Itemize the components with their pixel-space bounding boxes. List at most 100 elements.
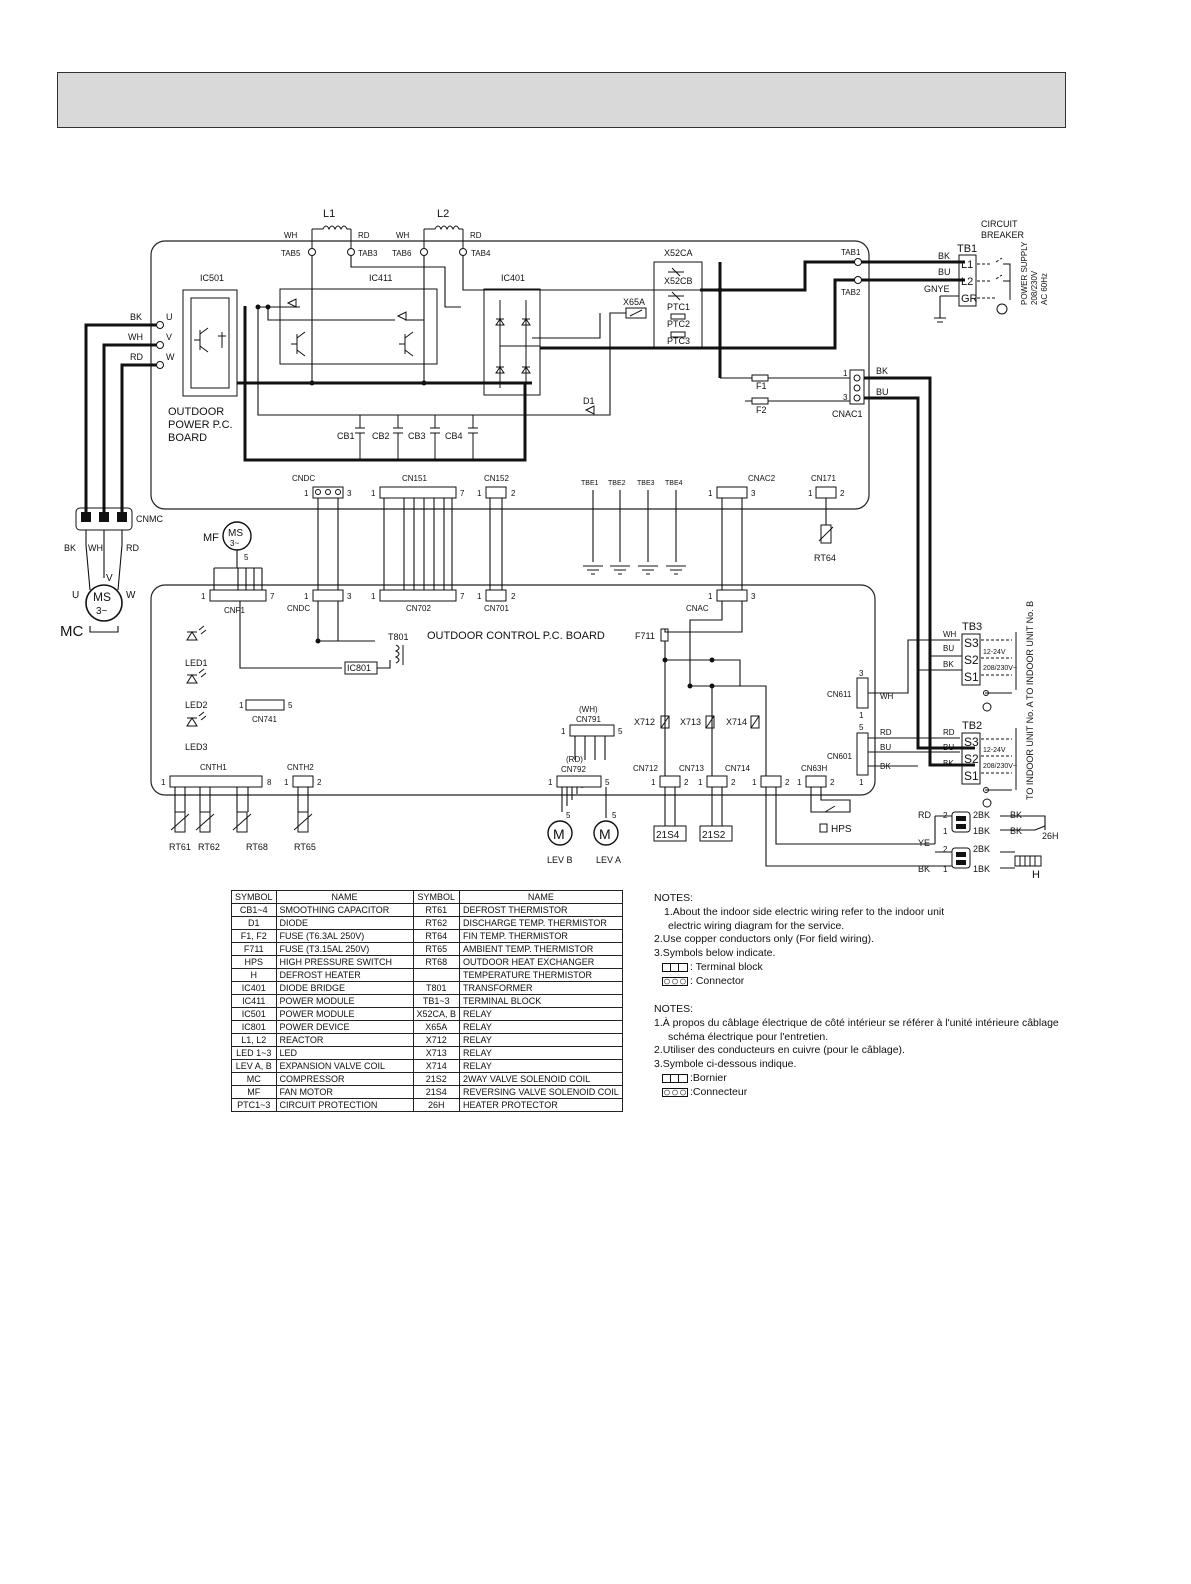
relay-block: X52CA X52CB PTC1 PTC2 PTC3 X65A — [540, 248, 965, 378]
legend-name: DIODE — [275, 916, 414, 930]
legend-name: EXPANSION VALVE COIL — [275, 1059, 414, 1073]
svg-text:GR: GR — [961, 293, 978, 305]
svg-text:BU: BU — [943, 644, 954, 653]
svg-text:MF: MF — [203, 532, 219, 544]
svg-text:BU: BU — [943, 743, 954, 752]
legend-name: FUSE (T6.3AL 250V) — [275, 929, 414, 943]
legend-symbol: PTC1~3 — [231, 1098, 277, 1112]
svg-text:WH: WH — [396, 231, 410, 240]
svg-text:1: 1 — [859, 778, 864, 787]
notes-english: NOTES: 1.About the indoor side electric … — [654, 892, 944, 989]
tb3-indoor-b: TB3 S3 S2 S1 WH BU BK 12-24V 208/230V~ T… — [918, 601, 1035, 712]
note-line: 2.Use copper conductors only (For field … — [654, 933, 875, 946]
legend-symbol: F711 — [231, 942, 277, 956]
svg-text:YE: YE — [918, 838, 930, 848]
svg-text:PTC2: PTC2 — [667, 319, 690, 329]
svg-text:(WH): (WH) — [579, 705, 598, 714]
svg-text:7: 7 — [460, 592, 465, 601]
svg-text:3: 3 — [347, 592, 352, 601]
svg-text:CN152: CN152 — [484, 474, 509, 483]
connector-icon — [662, 1087, 688, 1097]
power-board-title: OUTDOOR POWER P.C. BOARD — [168, 406, 233, 444]
note-line: 1.À propos du câblage électrique de côté… — [654, 1016, 1059, 1029]
svg-text:3: 3 — [843, 393, 848, 402]
svg-text:CNTH2: CNTH2 — [287, 763, 314, 772]
legend-symbol — [412, 968, 461, 982]
legend-symbol: HPS — [231, 955, 277, 969]
svg-text:CN791: CN791 — [576, 715, 601, 724]
legend-name: DIODE BRIDGE — [275, 981, 414, 995]
svg-text:CB4: CB4 — [445, 431, 463, 441]
svg-text:1: 1 — [161, 778, 166, 787]
legend-symbol: IC401 — [231, 981, 277, 995]
notes-french: NOTES: 1.À propos du câblage électrique … — [654, 1003, 1059, 1100]
svg-text:3: 3 — [751, 592, 756, 601]
legend-name: 2WAY VALVE SOLENOID COIL — [459, 1072, 623, 1086]
svg-text:2: 2 — [511, 489, 516, 498]
svg-text:IC801: IC801 — [347, 663, 371, 673]
svg-text:M: M — [599, 826, 611, 842]
svg-text:CNF1: CNF1 — [224, 606, 245, 615]
svg-text:1: 1 — [698, 778, 703, 787]
svg-text:W: W — [126, 590, 136, 601]
svg-text:2: 2 — [317, 778, 322, 787]
svg-text:1: 1 — [371, 592, 376, 601]
inter-board-wires: RT64 — [317, 490, 836, 590]
tb1-power-supply: CIRCUIT BREAKER TB1 L1 L2 GR BK BU GNYE … — [924, 219, 1049, 323]
svg-text:3~: 3~ — [230, 539, 239, 548]
legend-name: POWER DEVICE — [275, 1020, 414, 1034]
svg-text:X714: X714 — [726, 717, 747, 727]
svg-text:RD: RD — [358, 231, 370, 240]
svg-text:7: 7 — [270, 592, 275, 601]
legend-name: DISCHARGE TEMP. THERMISTOR — [459, 916, 623, 930]
svg-text:CNTH1: CNTH1 — [200, 763, 227, 772]
svg-text:CN171: CN171 — [811, 474, 836, 483]
svg-text:V: V — [106, 573, 113, 584]
svg-text:CB1: CB1 — [337, 431, 355, 441]
outdoor-power-board-outline — [150, 240, 870, 510]
svg-text:CN611: CN611 — [827, 690, 852, 699]
svg-text:1: 1 — [371, 489, 376, 498]
legend-symbol: MC — [231, 1072, 277, 1086]
svg-text:RD: RD — [470, 231, 482, 240]
ic411: IC411 — [279, 273, 438, 365]
svg-text:1: 1 — [201, 592, 206, 601]
svg-text:CNDC: CNDC — [287, 604, 310, 613]
legend-symbol: MF — [231, 1085, 277, 1099]
svg-text:TAB3: TAB3 — [358, 249, 378, 258]
svg-text:TB3: TB3 — [962, 621, 982, 633]
legend-symbol: X713 — [412, 1046, 461, 1060]
svg-text:HPS: HPS — [831, 824, 852, 835]
svg-text:BK: BK — [943, 759, 954, 768]
svg-text:BU: BU — [880, 743, 891, 752]
svg-text:RT62: RT62 — [198, 842, 220, 852]
svg-text:1: 1 — [943, 865, 948, 874]
svg-text:1: 1 — [477, 592, 482, 601]
connector-symbol-note: :Connecteur — [654, 1086, 1059, 1100]
svg-text:1: 1 — [843, 369, 848, 378]
legend-symbol: TB1~3 — [412, 994, 461, 1008]
svg-text:AC 60Hz: AC 60Hz — [1040, 273, 1049, 305]
wire-color-label: BK — [130, 312, 142, 322]
svg-text:X713: X713 — [680, 717, 701, 727]
svg-text:PTC1: PTC1 — [667, 302, 690, 312]
legend-name: HEATER PROTECTOR — [459, 1098, 623, 1112]
svg-text:1: 1 — [304, 592, 309, 601]
legend-symbol: F1, F2 — [231, 929, 277, 943]
svg-text:TAB5: TAB5 — [281, 249, 301, 258]
legend-name: DEFROST THERMISTOR — [459, 903, 623, 917]
legend-symbol: LEV A, B — [231, 1059, 277, 1073]
svg-text:5: 5 — [859, 723, 864, 732]
lev-a-label: LEV A — [596, 855, 621, 865]
svg-text:2: 2 — [785, 778, 790, 787]
svg-text:2: 2 — [943, 845, 948, 854]
svg-text:WH: WH — [284, 231, 298, 240]
svg-text:RT64: RT64 — [814, 553, 836, 563]
